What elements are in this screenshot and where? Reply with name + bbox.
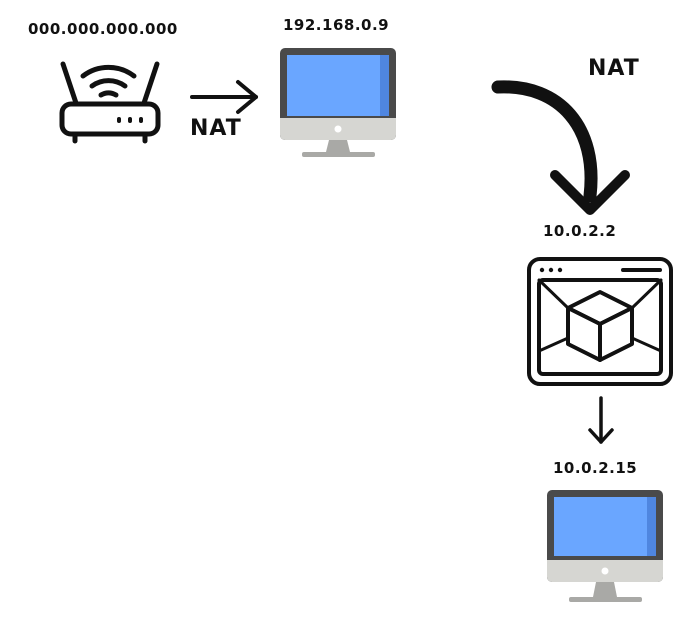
wifi-router-icon: [59, 61, 161, 144]
router-ip-label: 000.000.000.000: [28, 20, 178, 38]
guest-monitor-icon: [547, 490, 663, 602]
guest-ip-label: 10.0.2.15: [553, 459, 638, 477]
host-monitor-icon: [280, 48, 396, 157]
curved-arrow-icon: [491, 80, 630, 215]
virtual-machine-cube-window-icon: [527, 257, 673, 386]
arrow-right-icon: [190, 80, 258, 114]
nat-label-right: NAT: [588, 56, 640, 81]
vbox-ip-label: 10.0.2.2: [543, 222, 617, 240]
nat-label-left: NAT: [190, 116, 242, 141]
arrow-down-icon: [588, 396, 614, 444]
host-ip-label: 192.168.0.9: [283, 16, 390, 34]
